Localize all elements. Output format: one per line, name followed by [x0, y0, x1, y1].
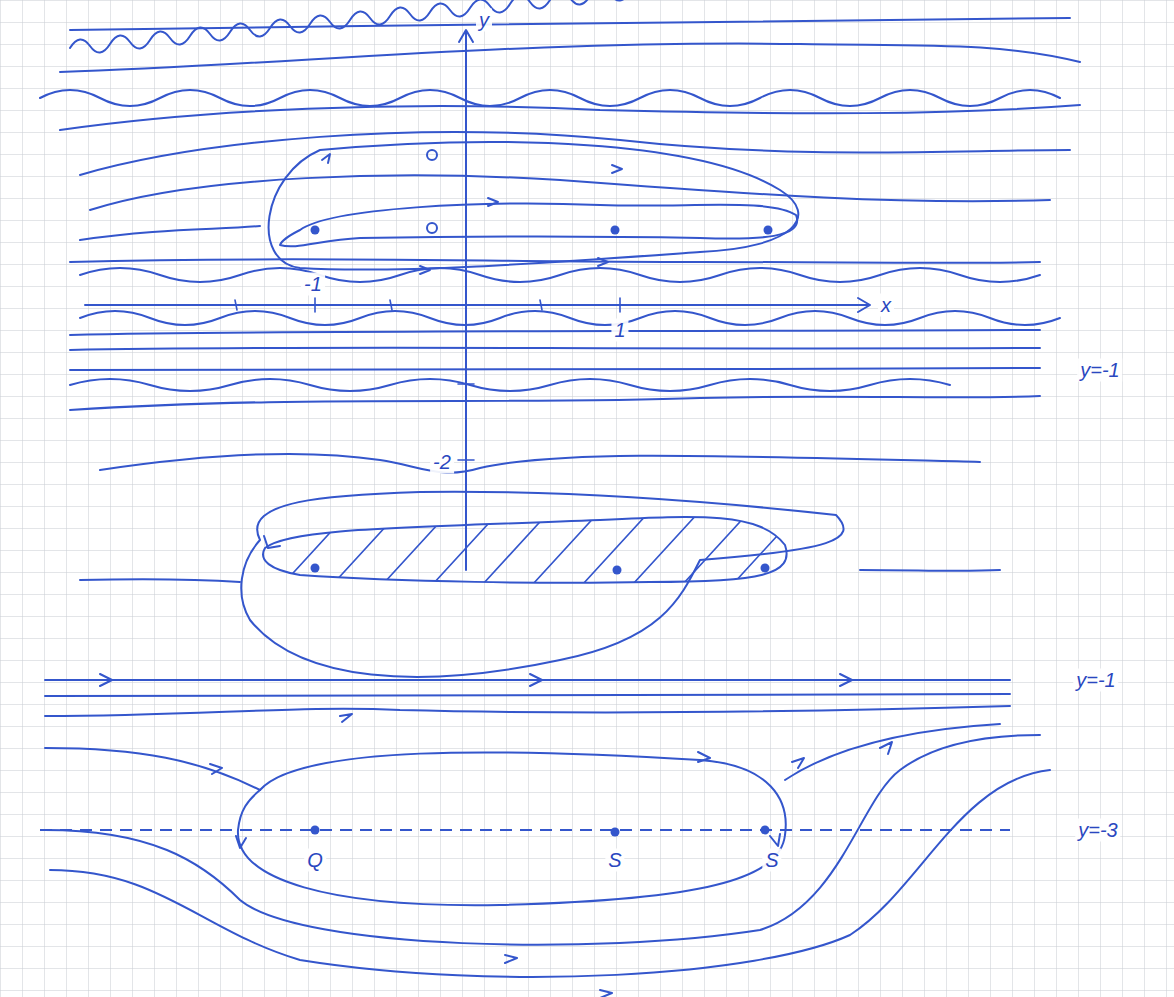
axis-label: x: [878, 294, 894, 317]
flow-line: [80, 579, 240, 582]
flow-line: [70, 368, 1040, 370]
arrowhead: [612, 165, 622, 173]
tick-label: -2: [430, 451, 454, 474]
flow-line: [45, 694, 1010, 696]
axis-arrow: [858, 298, 870, 312]
tick-mark: [235, 298, 620, 460]
lower-portrait: [40, 674, 1050, 997]
flow-line: [80, 226, 260, 240]
closed-orbit: [269, 142, 799, 269]
arrowhead: [100, 674, 852, 686]
closed-orbit: [238, 752, 786, 905]
flow-line: [50, 770, 1050, 977]
point-label: S: [762, 849, 781, 872]
equilibrium-point: [761, 564, 770, 573]
equilibrium-point: [611, 226, 620, 235]
y-axis: [465, 32, 467, 570]
equilibrium-point: [613, 566, 622, 575]
point-label: S: [605, 849, 624, 872]
flow-line: [70, 259, 1040, 263]
dashed-line: [40, 829, 1010, 831]
flow-line: [60, 105, 1080, 130]
x-axis: [85, 304, 868, 306]
tick-mark: [427, 223, 437, 233]
hatch-line: [250, 500, 860, 620]
flow-line: [45, 748, 260, 790]
flow-line: [80, 132, 1070, 175]
flow-line: [45, 735, 1040, 945]
closed-orbit: [280, 204, 797, 247]
flow-line: [100, 454, 980, 473]
axis-label: y: [476, 9, 492, 32]
flow-line: [860, 569, 1000, 572]
flow-line: [60, 44, 1080, 72]
equilibrium-point: [611, 828, 620, 837]
equilibrium-point: [311, 826, 320, 835]
flow-line: [80, 268, 1040, 282]
middle-flow-lines: [70, 259, 1060, 410]
equilibrium-point: [311, 226, 320, 235]
upper-orbits: [269, 142, 799, 274]
point-label: Q: [304, 849, 326, 872]
flow-line: [80, 311, 1060, 325]
equilibrium-point: [311, 564, 320, 573]
flow-line: [40, 90, 1060, 106]
arrowhead: [264, 536, 280, 548]
equilibrium-point: [761, 826, 770, 835]
flow-line: [45, 679, 1010, 681]
line-label: y=-1: [1077, 359, 1122, 382]
region-outline: [263, 517, 787, 583]
axes: [85, 30, 870, 570]
flow-line: [70, 330, 1040, 335]
flow-line: [70, 18, 1070, 30]
arrowhead: [488, 198, 498, 206]
flow-line: [785, 724, 1000, 780]
tick-mark: [427, 150, 437, 160]
flow-line: [70, 348, 1040, 350]
flow-line: [70, 396, 1040, 410]
equilibrium-point: [764, 226, 773, 235]
hatched-region: [80, 454, 1000, 677]
axis-arrow: [459, 30, 473, 42]
flow-line: [70, 379, 950, 391]
hatching: [250, 500, 860, 620]
tick-label: 1: [611, 319, 628, 342]
line-label: y=-1: [1073, 669, 1118, 692]
line-label: y=-3: [1075, 819, 1120, 842]
arrowhead: [210, 714, 892, 997]
arrowhead: [322, 154, 330, 163]
tick-label: -1: [301, 273, 325, 296]
region-outline: [241, 492, 843, 677]
flow-line: [45, 706, 1010, 716]
